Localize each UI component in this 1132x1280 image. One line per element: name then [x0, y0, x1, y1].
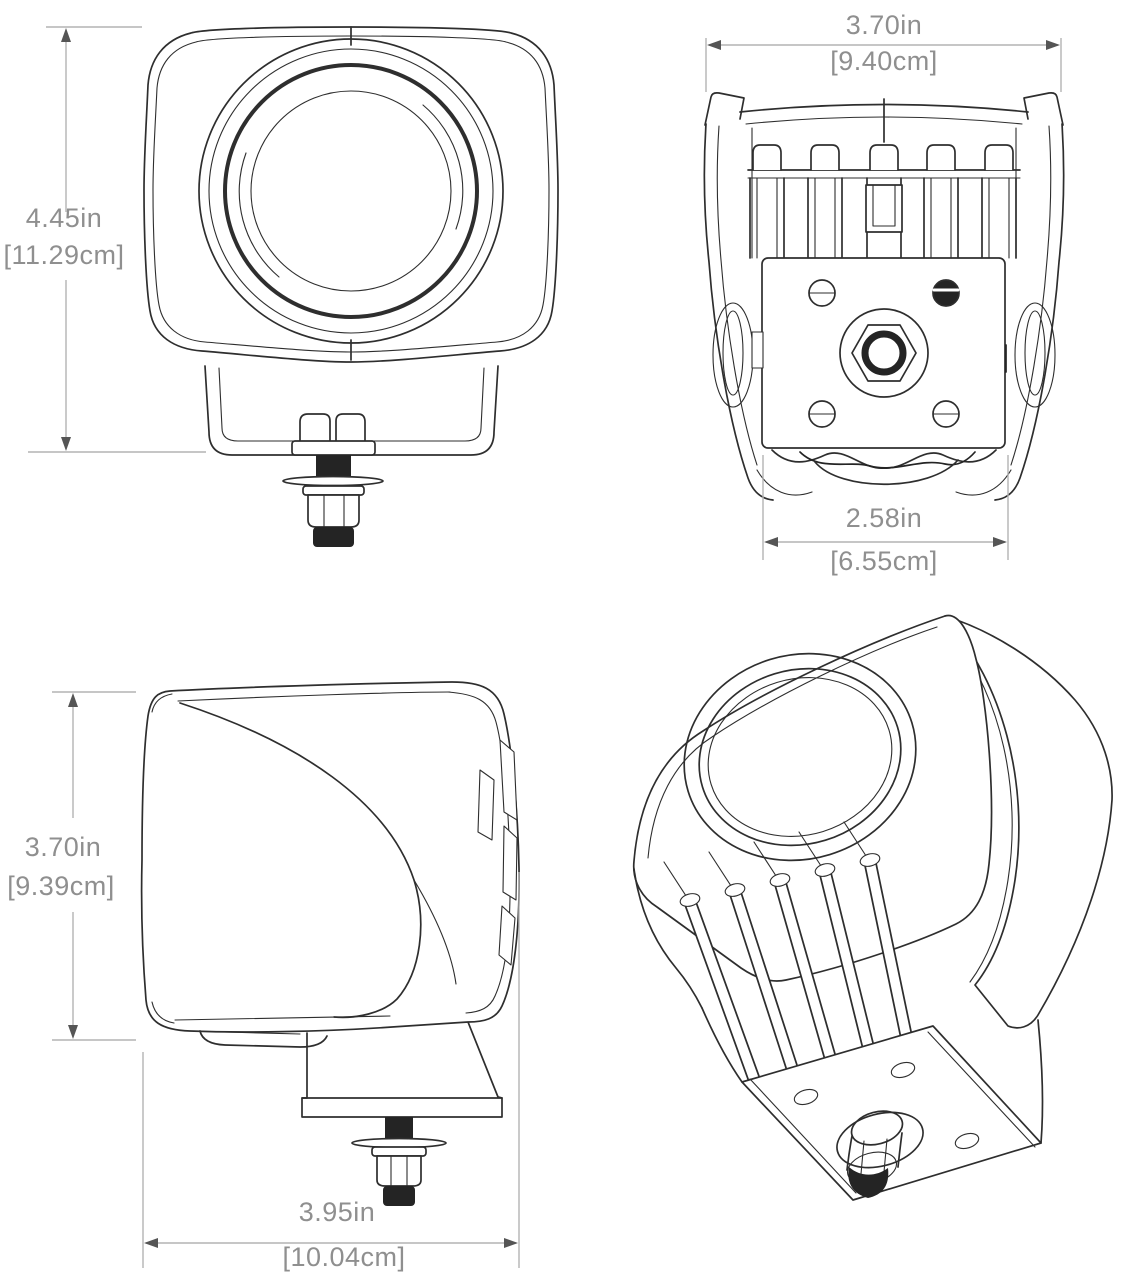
top-width-metric-label: [9.40cm]	[830, 46, 938, 76]
front-body-outline	[143, 26, 559, 363]
front-height-metric-label: [11.29cm]	[3, 240, 124, 270]
top-bracket-metric-label: [6.55cm]	[830, 546, 938, 576]
side-height-metric-label: [9.39cm]	[7, 871, 115, 901]
top-left-bracket-arm	[703, 91, 813, 501]
front-height-inches-label: 4.45in	[26, 203, 103, 233]
iso-lens	[683, 652, 917, 862]
top-heatsink-fins	[747, 144, 1021, 259]
side-mounting-bolt	[351, 1117, 447, 1206]
front-view	[143, 26, 559, 547]
side-lens-sweep-curve	[179, 702, 422, 1019]
side-view	[140, 681, 520, 1206]
top-reflector-detail	[771, 449, 997, 486]
side-height-inches-label: 3.70in	[25, 832, 102, 862]
lens-reflection-arc-upper	[422, 104, 464, 230]
top-view	[703, 91, 1065, 501]
top-right-bracket-arm	[955, 91, 1065, 501]
side-bottom-feet	[174, 1015, 391, 1048]
lens-reflection-arc-lower	[238, 152, 280, 278]
side-depth-inches-label: 3.95in	[299, 1197, 376, 1227]
iso-lens-face	[632, 614, 993, 982]
iso-side-face	[944, 615, 1113, 1029]
front-mounting-bolt	[282, 455, 384, 547]
isometric-view	[632, 614, 1113, 1201]
side-height-dimension: 3.70in [9.39cm]	[7, 691, 136, 1041]
front-height-dimension: 4.45in [11.29cm]	[3, 26, 206, 453]
front-lens	[198, 38, 504, 344]
top-bracket-width-dimension: 2.58in [6.55cm]	[762, 455, 1009, 576]
top-bracket-inches-label: 2.58in	[846, 503, 923, 533]
side-depth-metric-label: [10.04cm]	[282, 1242, 405, 1272]
side-heatsink-strips	[477, 739, 518, 966]
top-width-dimension: 3.70in [9.40cm]	[705, 10, 1062, 92]
iso-heatsink-fins	[663, 821, 913, 1086]
iso-mounting-bolt	[836, 1110, 924, 1198]
top-width-inches-label: 3.70in	[846, 10, 923, 40]
side-body-outline	[140, 681, 520, 1033]
side-depth-dimension: 3.95in [10.04cm]	[142, 872, 520, 1272]
front-mounting-bracket	[204, 365, 499, 456]
top-bracket-plate	[751, 257, 1007, 449]
